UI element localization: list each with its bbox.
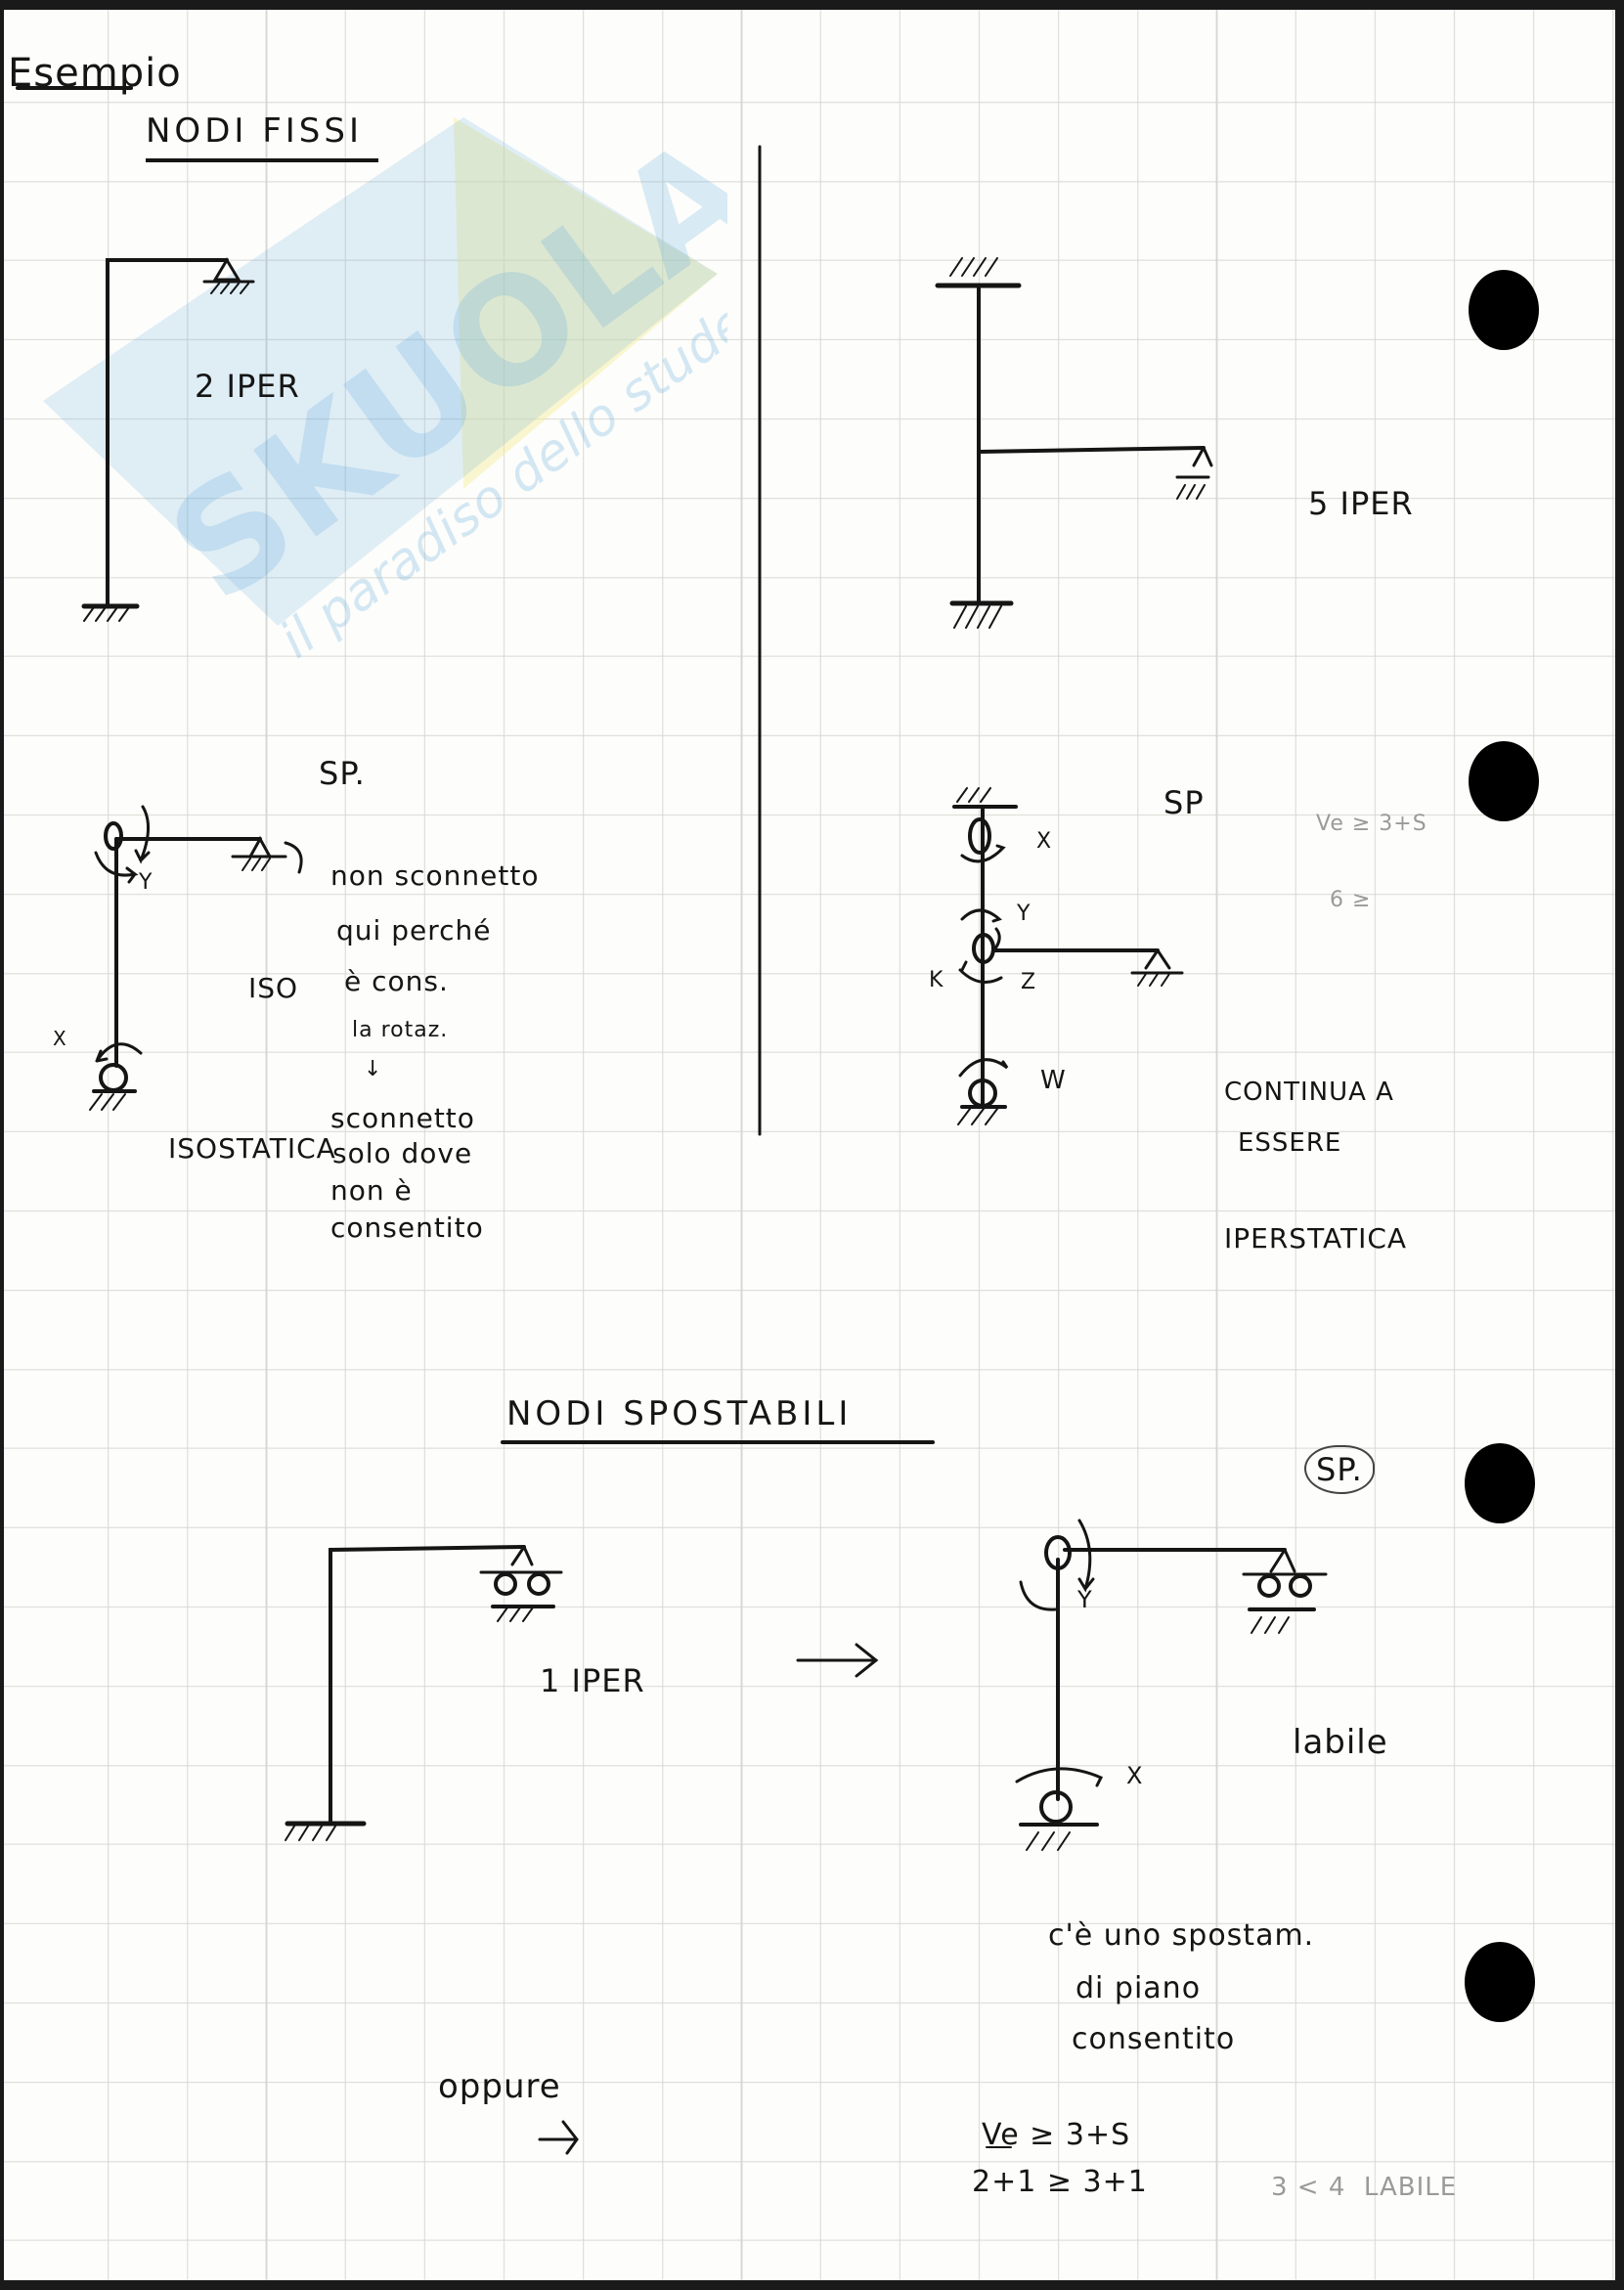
dof-label-y: Y <box>1077 1586 1093 1613</box>
rotation-arrow-icon <box>1015 1767 1104 1787</box>
pin-support-icon <box>212 257 241 282</box>
frame-a-sp-label: SP. <box>319 755 366 792</box>
rotation-arrow-icon <box>960 844 1006 863</box>
dof-label-y: Y <box>139 870 154 895</box>
frame-c-sp-label: SP. <box>1304 1445 1375 1494</box>
punch-hole <box>1465 1942 1535 2022</box>
down-arrow: ↓ <box>364 1057 383 1081</box>
note-line: è cons. <box>344 965 449 997</box>
dof-label-x: X <box>1126 1762 1144 1789</box>
frame-c-sp <box>1015 1519 1328 1851</box>
heading-nodi-spostabili: NODI SPOSTABILI <box>506 1394 853 1433</box>
equation-line: 2+1 ≥ 3+1 <box>972 2165 1148 2199</box>
roller-support-icon <box>510 1545 534 1566</box>
frame-a-degree-label: 2 IPER <box>195 368 300 405</box>
faint-note: Ve ≥ 3+S <box>1316 812 1427 836</box>
pin-support-icon <box>1144 948 1171 970</box>
frame-b-result-line: ESSERE <box>1238 1128 1342 1158</box>
reference-arrow-icon <box>284 841 303 874</box>
rotation-arrow-icon <box>1019 1580 1057 1611</box>
dof-label-y: Y <box>1017 902 1031 926</box>
roller-hinge-icon <box>1039 1790 1073 1824</box>
note-line: c'è uno spostam. <box>1048 1918 1315 1953</box>
note-line: solo dove <box>332 1137 473 1169</box>
note-line: consentito <box>1072 2022 1236 2056</box>
iso-label: ISO <box>248 972 299 1004</box>
frame-a <box>81 257 255 622</box>
frame-b-degree-label: 5 IPER <box>1308 485 1414 522</box>
rotation-arrow-icon <box>95 1042 143 1063</box>
frame-a-sp <box>89 805 303 1111</box>
dof-label-k: K <box>929 968 944 992</box>
note-line: di piano <box>1075 1971 1202 2005</box>
page-title: Esempio <box>8 51 182 96</box>
note-line: consentito <box>330 1211 484 1244</box>
frame-c <box>285 1545 879 1841</box>
equation-line: Ve ≥ 3+S <box>982 2118 1131 2152</box>
frame-b <box>935 257 1213 629</box>
roller-support-icon <box>1269 1548 1296 1573</box>
hinge-icon <box>968 817 991 855</box>
frame-c-degree-label: 1 IPER <box>540 1662 645 1699</box>
rotation-arrow-icon <box>958 960 1003 984</box>
dof-label-z: Z <box>1021 970 1037 994</box>
punch-hole <box>1469 741 1539 821</box>
note-line: non è <box>330 1174 413 1207</box>
note-line: qui perché <box>336 914 492 947</box>
frame-b-sp-label: SP <box>1163 784 1205 821</box>
note-line: sconnetto <box>330 1102 475 1134</box>
faint-note: 6 ≥ <box>1330 888 1372 912</box>
hinge-icon <box>1044 1535 1072 1570</box>
isostatica-result: ISOSTATICA <box>168 1132 336 1165</box>
arrow-right-icon <box>796 1643 879 1678</box>
rotation-arrow-icon <box>1077 1519 1095 1593</box>
pin-support-icon <box>1192 446 1213 467</box>
dof-label-x: X <box>1036 829 1053 854</box>
frame-b-result-line: CONTINUA A <box>1224 1078 1394 1107</box>
frame-b-result-line: IPERSTATICA <box>1224 1222 1408 1255</box>
punch-hole <box>1469 270 1539 350</box>
note-line: non sconnetto <box>330 859 540 892</box>
notebook-page: SKUOLA.net il paradiso dello studente <box>4 10 1615 2280</box>
heading-nodi-fissi: NODI FISSI <box>146 111 378 162</box>
faint-conclusion: 3 < 4 LABILE <box>1271 2173 1458 2202</box>
rotation-arrow-icon <box>960 908 1002 923</box>
roller-hinge-icon <box>99 1063 128 1092</box>
arrow-right-icon <box>538 2120 579 2155</box>
dof-label-w: W <box>1040 1066 1067 1095</box>
pin-support-icon <box>247 835 273 859</box>
labile-result: labile <box>1293 1723 1388 1762</box>
frame-b-sp <box>952 787 1184 1125</box>
rotation-arrow-icon <box>134 805 151 864</box>
punch-hole <box>1465 1443 1535 1523</box>
note-line: la rotaz. <box>352 1018 449 1042</box>
rotation-arrow-icon <box>94 851 139 884</box>
hinge-icon <box>104 821 123 851</box>
dof-label-x: X <box>53 1027 67 1050</box>
rotation-arrow-icon <box>958 1058 1009 1078</box>
structural-diagrams <box>16 86 1328 2155</box>
oppure-label: oppure <box>438 2067 561 2106</box>
